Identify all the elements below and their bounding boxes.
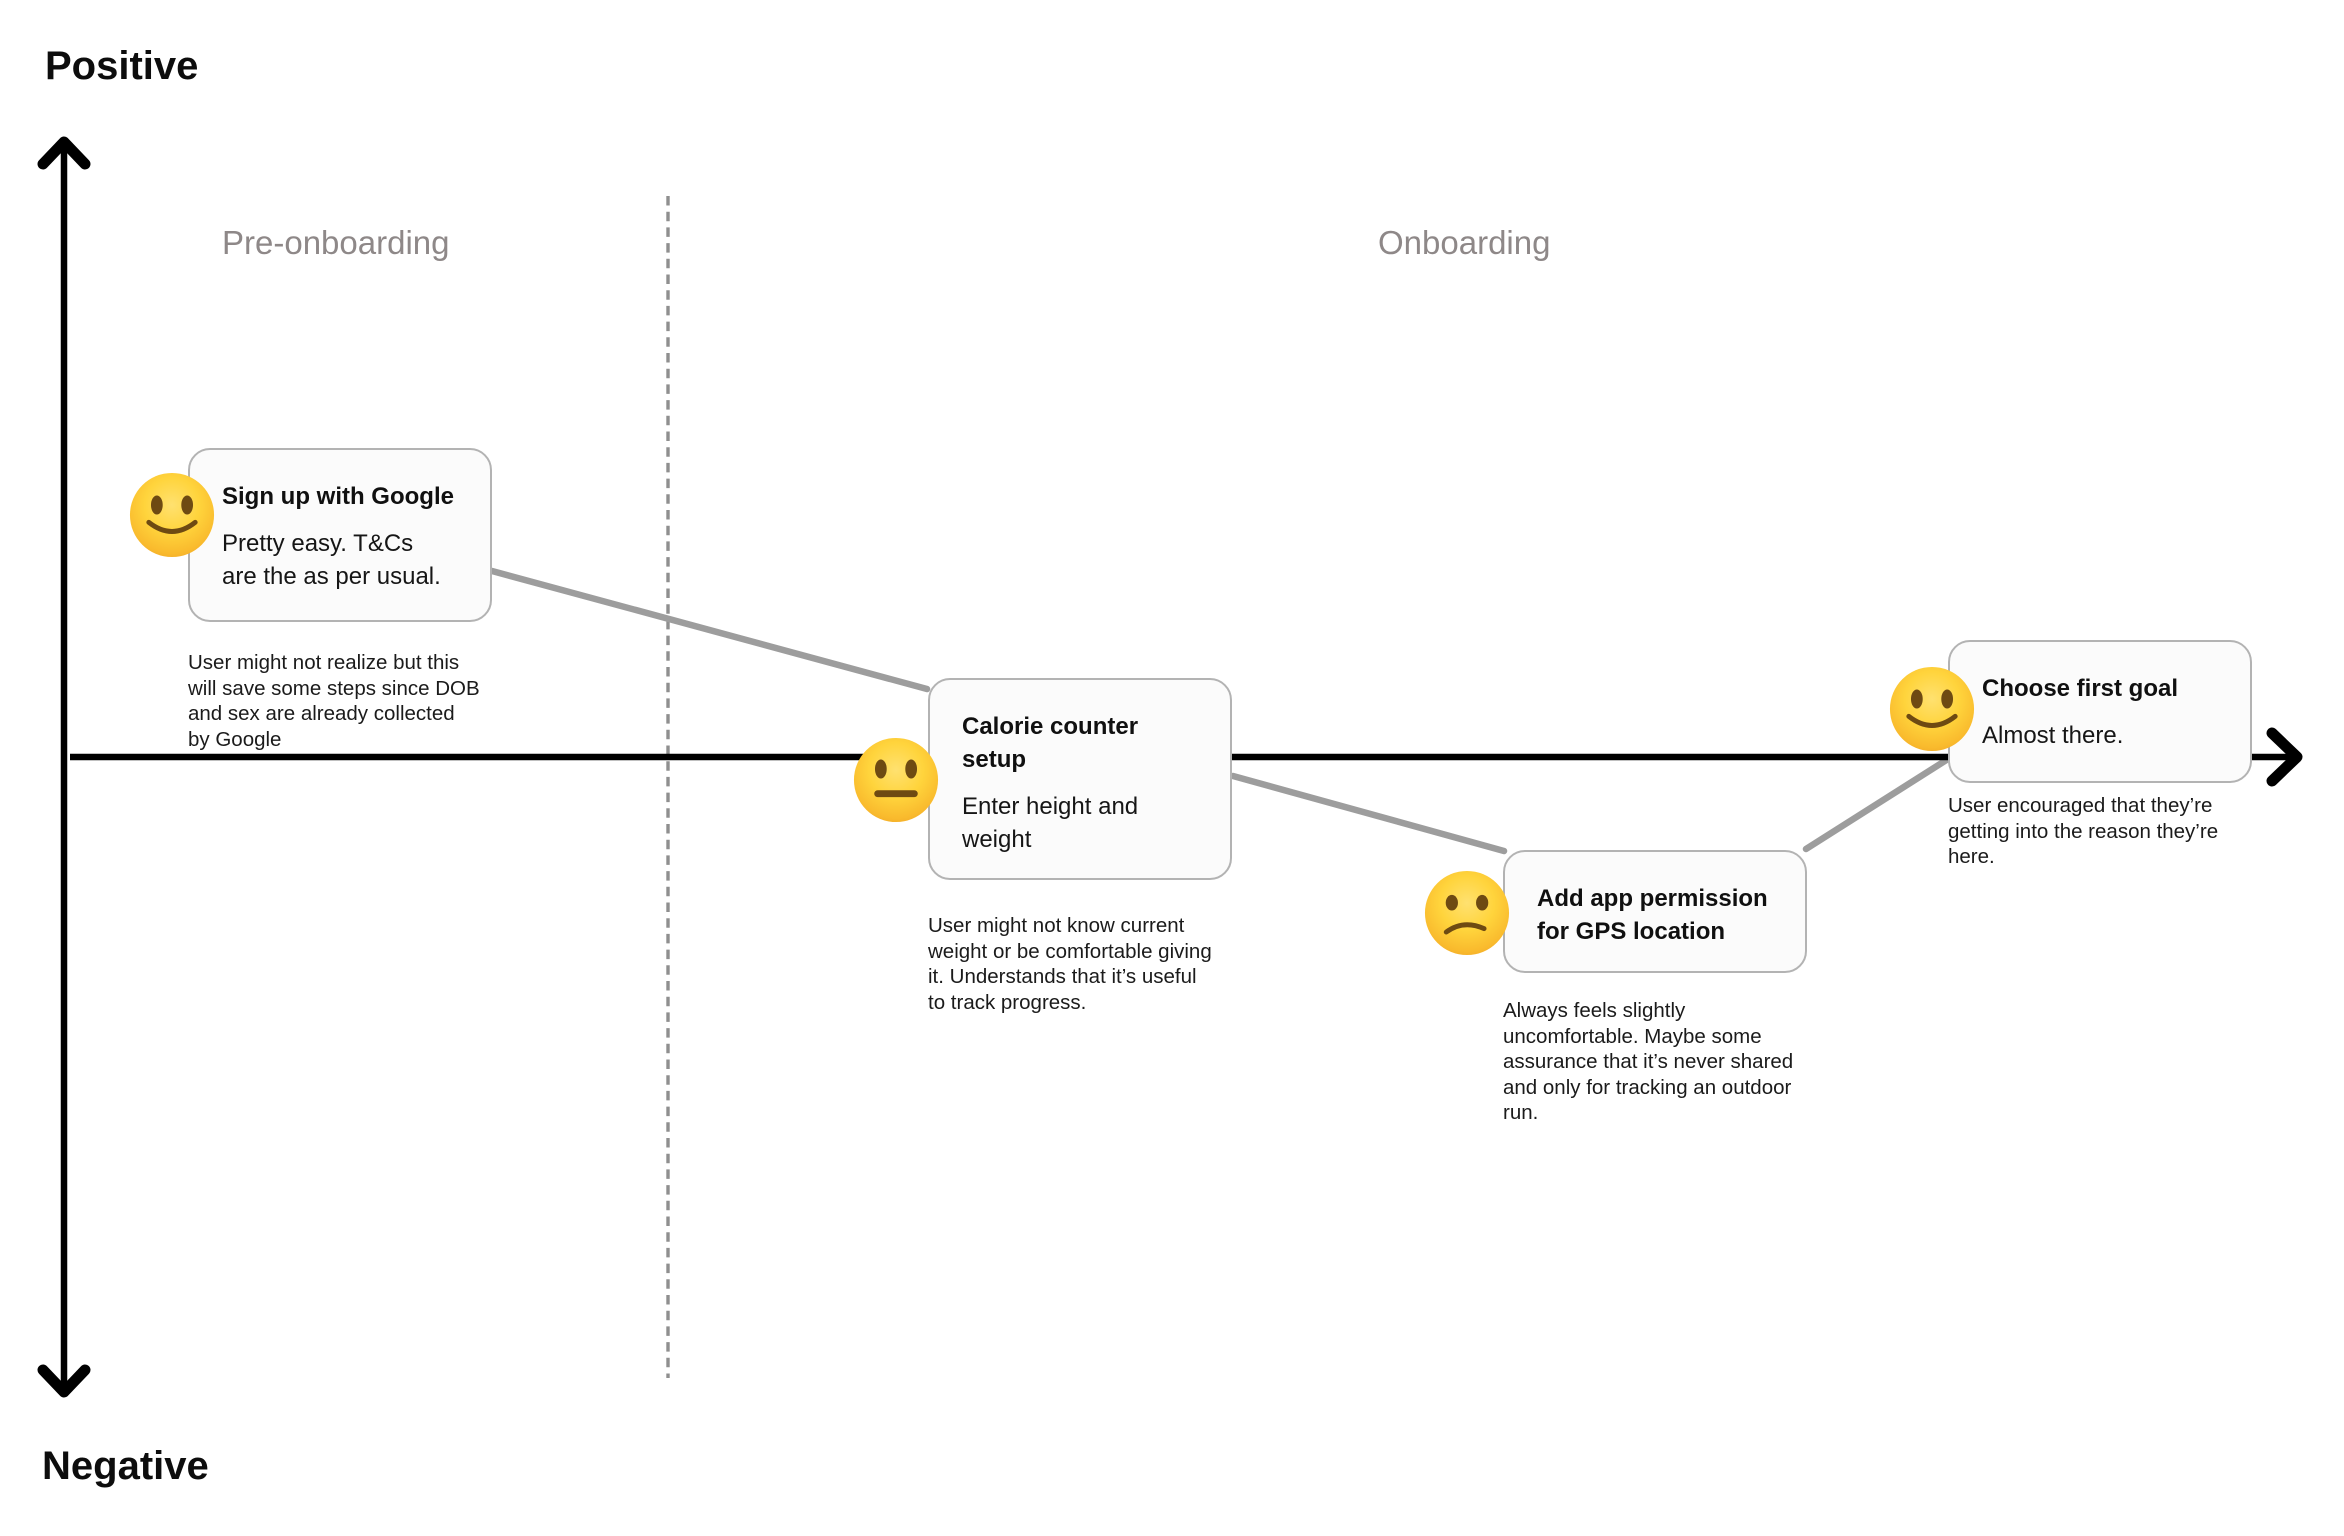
card-body: Pretty easy. T&Cs are the as per usual. [222, 530, 441, 590]
phase-label-pre-onboarding: Pre-onboarding [222, 224, 450, 261]
connector-step1-step2 [488, 567, 931, 693]
step-note: User might not realize but this will sav… [188, 651, 480, 751]
slightly-smiling-face-icon [128, 471, 216, 559]
connector-step3-step4 [1802, 755, 1952, 853]
card-title: Choose first goal [1982, 675, 2179, 702]
arrow-up-icon [37, 136, 91, 170]
slightly-smiling-face-icon [1888, 665, 1976, 753]
step-card-gps-permission: Add app permission for GPS location [1503, 850, 1807, 973]
card-title: Calorie counter setup [962, 713, 1139, 773]
card-title: Sign up with Google [222, 483, 454, 510]
card-body: Almost there. [1982, 722, 2124, 749]
vertical-axis [37, 136, 91, 1398]
emotion-curve [488, 567, 1952, 855]
step-card-calorie-counter-setup: Calorie counter setup Enter height and w… [928, 678, 1232, 880]
negative-axis-label: Negative [42, 1444, 209, 1488]
arrow-right-icon [2266, 727, 2303, 787]
connector-step2-step3 [1229, 772, 1508, 855]
step-note: User might not know current weight or be… [928, 914, 1212, 1014]
arrow-down-icon [37, 1364, 91, 1398]
card-title: Add app permission for GPS location [1537, 885, 1768, 945]
confused-frowning-face-icon [1423, 869, 1511, 957]
phase-label-onboarding: Onboarding [1378, 224, 1551, 261]
neutral-face-icon [852, 736, 940, 824]
step-card-choose-first-goal: Choose first goal Almost there. [1948, 640, 2252, 783]
positive-axis-label: Positive [45, 44, 199, 88]
step-note: Always feels slightly uncomfortable. May… [1503, 999, 1794, 1124]
step-note: User encouraged that they’re getting int… [1948, 794, 2219, 868]
card-body: Enter height and weight [962, 793, 1139, 853]
step-card-sign-up-with-google: Sign up with Google Pretty easy. T&Cs ar… [188, 448, 492, 622]
